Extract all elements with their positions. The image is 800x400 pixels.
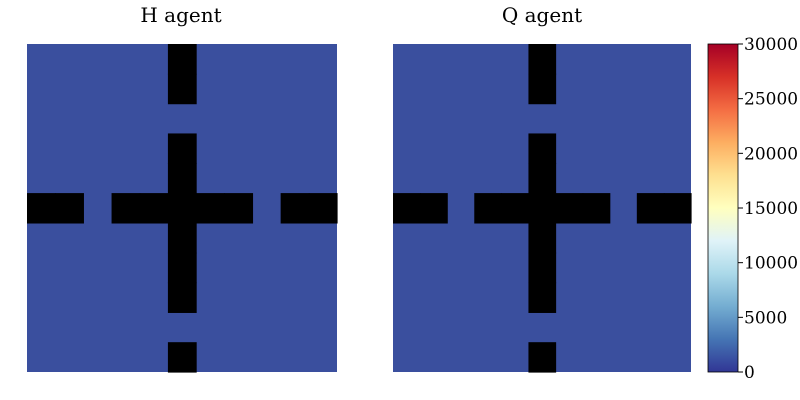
wall-cell <box>167 222 197 254</box>
colorbar: 0 5000 10000 15000 20000 25000 30000 <box>707 35 798 383</box>
wall-cell <box>308 193 338 224</box>
colorbar-tick-label: 5000 <box>744 308 787 328</box>
colorbar-ticks: 0 5000 10000 15000 20000 25000 30000 <box>738 35 798 383</box>
wall-cell <box>224 193 254 224</box>
wall-cell <box>167 193 197 224</box>
wall-cell <box>528 252 557 284</box>
wall-cell <box>528 163 557 194</box>
wall-cell <box>528 282 557 313</box>
wall-cell <box>167 73 197 105</box>
wall-cell <box>393 193 421 224</box>
wall-cell <box>167 133 197 164</box>
colorbar-tick-label: 25000 <box>744 90 798 110</box>
wall-cell <box>528 44 557 75</box>
colorbar-tick-label: 20000 <box>744 144 798 164</box>
wall-cell <box>111 193 141 224</box>
panel-title-h-agent: H agent <box>140 3 221 27</box>
wall-cell <box>528 342 557 373</box>
wall-cell <box>528 73 557 105</box>
colorbar-tick-label: 30000 <box>744 35 798 55</box>
wall-cell <box>167 163 197 194</box>
heatmap-panel-q-agent: Q agent <box>393 3 692 373</box>
heatmap-panel-h-agent: H agent <box>27 3 338 373</box>
wall-cell <box>196 193 225 224</box>
wall-cell <box>663 193 692 224</box>
walls-q-agent <box>393 44 692 373</box>
wall-cell <box>167 44 197 75</box>
wall-cell <box>636 193 665 224</box>
wall-cell <box>420 193 448 224</box>
wall-cell <box>474 193 502 224</box>
wall-cell <box>582 193 611 224</box>
wall-cell <box>528 133 557 164</box>
wall-cell <box>280 193 310 224</box>
colorbar-gradient <box>708 44 738 372</box>
wall-cell <box>501 193 530 224</box>
colorbar-tick-label: 10000 <box>744 254 798 274</box>
wall-cell <box>167 342 197 373</box>
colorbar-tick-label: 0 <box>744 363 755 383</box>
wall-cell <box>528 193 557 224</box>
wall-cell <box>139 193 169 224</box>
walls-h-agent <box>27 44 338 373</box>
panel-title-q-agent: Q agent <box>502 3 582 27</box>
wall-cell <box>528 222 557 254</box>
wall-cell <box>555 193 584 224</box>
wall-cell <box>27 193 56 224</box>
wall-cell <box>167 252 197 284</box>
colorbar-tick-label: 15000 <box>744 199 798 219</box>
wall-cell <box>55 193 84 224</box>
wall-cell <box>167 282 197 313</box>
